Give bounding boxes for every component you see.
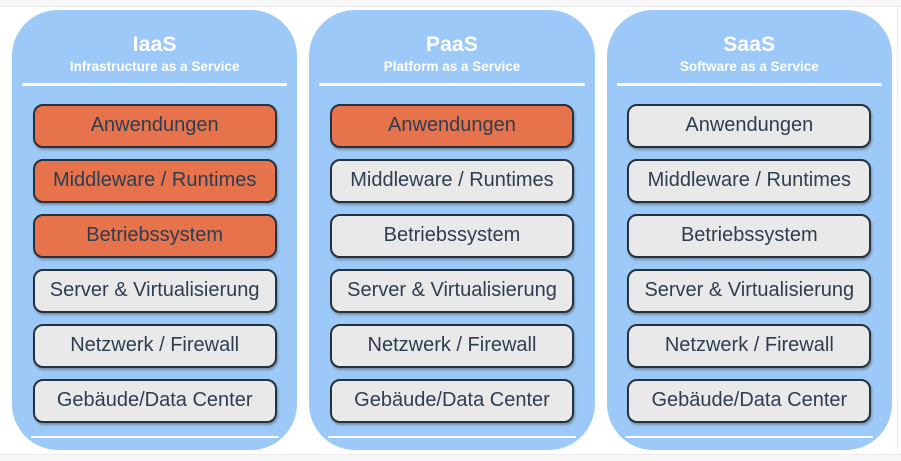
page-right-edge — [897, 7, 898, 454]
layer-box: Gebäude/Data Center — [627, 378, 872, 423]
layer-box: Netzwerk / Firewall — [329, 323, 574, 368]
service-model-column-saas: SaaS Software as a Service Anwendungen M… — [606, 10, 892, 450]
title-divider — [616, 83, 882, 86]
bottom-divider — [625, 435, 874, 438]
column-subtitle: Platform as a Service — [383, 59, 521, 74]
layer-box: Middleware / Runtimes — [627, 158, 872, 203]
layer-box: Anwendungen — [329, 103, 574, 148]
layer-stack: Anwendungen Middleware / Runtimes Betrie… — [627, 103, 872, 423]
layer-label: Netzwerk / Firewall — [367, 334, 537, 356]
layer-label: Anwendungen — [90, 114, 219, 136]
layer-box: Netzwerk / Firewall — [32, 323, 277, 368]
layer-label: Betriebssystem — [86, 224, 224, 246]
page-bottom-edge — [0, 454, 901, 461]
layer-box: Server & Virtualisierung — [32, 268, 277, 313]
layer-box: Middleware / Runtimes — [329, 158, 574, 203]
layer-label: Server & Virtualisierung — [347, 279, 557, 301]
layer-label: Gebäude/Data Center — [651, 389, 848, 411]
column-subtitle: Infrastructure as a Service — [69, 59, 240, 74]
layer-label: Netzwerk / Firewall — [70, 334, 240, 356]
layer-box: Betriebssystem — [329, 213, 574, 258]
layer-label: Netzwerk / Firewall — [664, 334, 834, 356]
bottom-divider — [30, 435, 279, 438]
layer-label: Middleware / Runtimes — [647, 169, 852, 191]
layer-box: Server & Virtualisierung — [627, 268, 872, 313]
layer-stack: Anwendungen Middleware / Runtimes Betrie… — [329, 103, 574, 423]
layer-label: Anwendungen — [388, 114, 516, 136]
layer-label: Anwendungen — [685, 114, 814, 136]
page-top-edge — [0, 0, 901, 7]
cloud-service-models-diagram: IaaS Infrastructure as a Service Anwendu… — [12, 10, 892, 450]
layer-box: Middleware / Runtimes — [32, 158, 277, 203]
service-model-column-iaas: IaaS Infrastructure as a Service Anwendu… — [12, 10, 298, 450]
layer-label: Server & Virtualisierung — [49, 279, 260, 301]
layer-box: Anwendungen — [32, 103, 277, 148]
layer-box: Gebäude/Data Center — [32, 378, 277, 423]
layer-label: Middleware / Runtimes — [350, 169, 554, 191]
column-title: SaaS — [723, 33, 776, 56]
layer-box: Betriebssystem — [32, 213, 277, 258]
layer-label: Server & Virtualisierung — [644, 279, 855, 301]
layer-label: Betriebssystem — [680, 224, 818, 246]
service-model-column-paas: PaaS Platform as a Service Anwendungen M… — [309, 10, 595, 450]
layer-box: Anwendungen — [627, 103, 872, 148]
layer-box: Server & Virtualisierung — [329, 268, 574, 313]
layer-label: Middleware / Runtimes — [52, 169, 257, 191]
column-subtitle: Software as a Service — [679, 59, 819, 74]
layer-label: Gebäude/Data Center — [56, 389, 253, 411]
layer-label: Gebäude/Data Center — [354, 389, 550, 411]
layer-box: Gebäude/Data Center — [329, 378, 574, 423]
title-divider — [319, 83, 585, 86]
layer-box: Betriebssystem — [627, 213, 872, 258]
bottom-divider — [327, 435, 577, 438]
layer-box: Netzwerk / Firewall — [627, 323, 872, 368]
column-title: IaaS — [132, 33, 177, 56]
title-divider — [21, 83, 288, 86]
layer-label: Betriebssystem — [383, 224, 521, 246]
layer-stack: Anwendungen Middleware / Runtimes Betrie… — [32, 103, 277, 423]
column-title: PaaS — [425, 33, 479, 56]
